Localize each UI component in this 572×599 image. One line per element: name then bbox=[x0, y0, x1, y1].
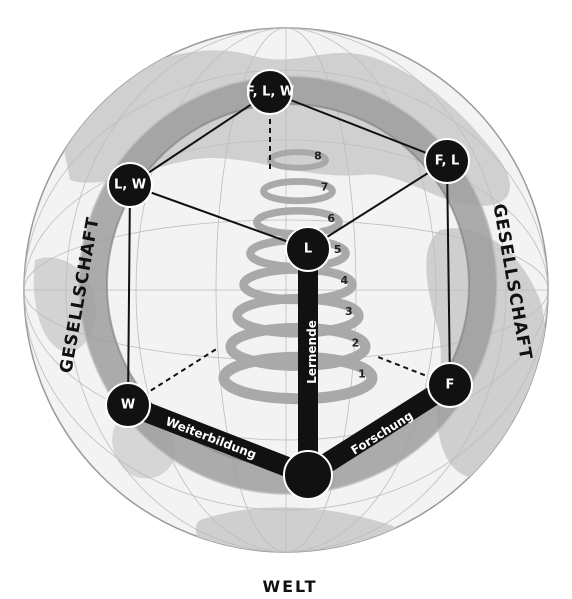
edge-upperleft-center bbox=[129, 184, 309, 250]
node-center: L bbox=[285, 226, 331, 272]
cube-edges bbox=[127, 91, 451, 406]
edge-top-upperright bbox=[269, 91, 448, 162]
spiral-level-label: 3 bbox=[345, 305, 353, 318]
edge-label-learners: Lernende bbox=[305, 320, 319, 384]
node-lower-left: W bbox=[105, 382, 151, 428]
spiral-level-label: 4 bbox=[340, 274, 348, 287]
node-upper-left-label: L, W bbox=[114, 178, 146, 193]
node-lower-right-label: F bbox=[446, 378, 455, 393]
spiral-coil bbox=[260, 178, 336, 205]
spiral-level-label: 5 bbox=[334, 243, 342, 256]
spiral-level-label: 1 bbox=[358, 368, 366, 381]
node-upper-left: L, W bbox=[107, 162, 153, 208]
node-top: F, L, W bbox=[246, 69, 294, 115]
edge-upperright-lowerright bbox=[446, 160, 451, 386]
world-label: WELT bbox=[262, 577, 317, 596]
node-lower-left-label: W bbox=[121, 398, 135, 413]
node-top-label: F, L, W bbox=[246, 85, 294, 100]
cube-nodes: F, L, W L, W F, L L W F bbox=[105, 69, 473, 500]
graticule bbox=[24, 28, 548, 552]
edge-research bbox=[302, 376, 456, 484]
node-center-label: L bbox=[304, 242, 312, 257]
node-bottom bbox=[283, 450, 333, 500]
edge-top-upperleft bbox=[129, 91, 271, 186]
node-upper-right: F, L bbox=[424, 138, 470, 184]
edge-upperright-center bbox=[307, 160, 448, 250]
spiral-level-label: 7 bbox=[321, 181, 329, 194]
spiral-level-label: 8 bbox=[314, 150, 322, 163]
node-upper-right-label: F, L bbox=[435, 154, 460, 169]
spiral-level-label: 6 bbox=[327, 212, 335, 225]
spiral-level-label: 2 bbox=[352, 336, 360, 349]
edge-upperleft-lowerleft bbox=[127, 184, 131, 406]
node-lower-right: F bbox=[427, 362, 473, 408]
edge-further-education bbox=[124, 395, 312, 485]
